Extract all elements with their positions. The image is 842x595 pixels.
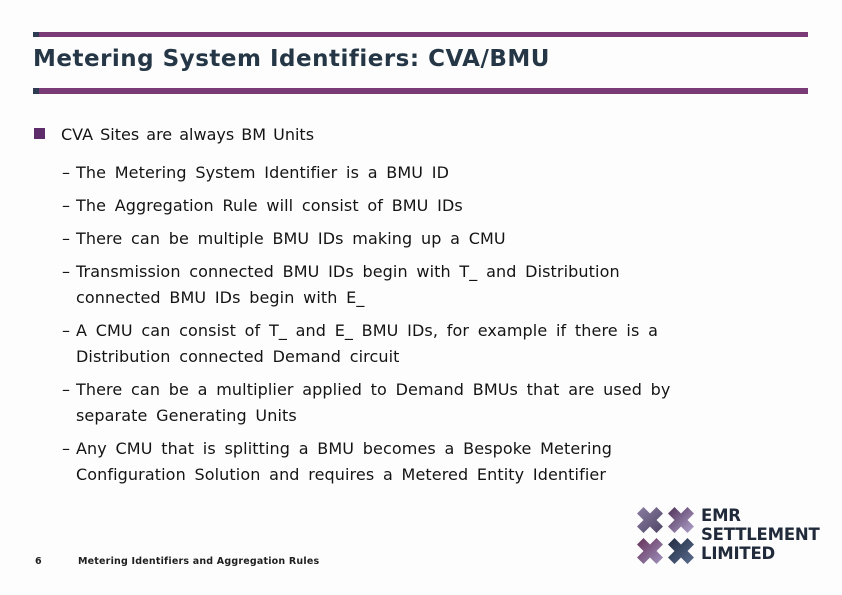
rule-accent-tick	[33, 88, 39, 94]
logo-wordmark: EMR SETTLEMENT LIMITED	[701, 506, 820, 563]
sub-bullet-item: – Transmission connected BMU IDs begin w…	[62, 259, 802, 311]
bottom-divider-rule	[33, 88, 808, 94]
sub-bullet-item: – There can be a multiplier applied to D…	[62, 377, 802, 429]
page-title: Metering System Identifiers: CVA/BMU	[33, 46, 550, 72]
logo-line-3: LIMITED	[701, 544, 776, 563]
bullet-text: CVA Sites are always BM Units	[61, 125, 315, 144]
dash-bullet-icon: –	[62, 196, 71, 215]
sub-bullet-text: The Metering System Identifier is a BMU …	[76, 163, 450, 182]
logo-line-1: EMR	[701, 506, 741, 525]
dash-bullet-icon: –	[62, 321, 71, 340]
sub-bullet-item: – The Aggregation Rule will consist of B…	[62, 193, 802, 219]
sub-bullet-text: connected BMU IDs begin with E_	[76, 288, 365, 307]
page-number: 6	[35, 556, 42, 567]
sub-bullet-text: Any CMU that is splitting a BMU becomes …	[76, 439, 613, 458]
bullet-item: CVA Sites are always BM Units	[34, 122, 804, 148]
sub-bullet-list: – The Metering System Identifier is a BM…	[62, 160, 802, 495]
pinwheel-cross-icon	[637, 507, 694, 564]
sub-bullet-text: separate Generating Units	[76, 406, 297, 425]
footer-caption: Metering Identifiers and Aggregation Rul…	[78, 556, 320, 567]
sub-bullet-item: – There can be multiple BMU IDs making u…	[62, 226, 802, 252]
dash-bullet-icon: –	[62, 380, 71, 399]
sub-bullet-text: Transmission connected BMU IDs begin wit…	[76, 262, 620, 281]
square-bullet-icon	[34, 128, 45, 139]
dash-bullet-icon: –	[62, 439, 71, 458]
top-divider-rule	[33, 32, 808, 37]
emr-settlement-logo: EMR SETTLEMENT LIMITED	[637, 505, 820, 564]
dash-bullet-icon: –	[62, 229, 71, 248]
sub-bullet-item: – Any CMU that is splitting a BMU become…	[62, 436, 802, 488]
sub-bullet-text: There can be a multiplier applied to Dem…	[76, 380, 671, 399]
logo-line-2: SETTLEMENT	[701, 525, 820, 544]
rule-accent-tick	[33, 32, 39, 37]
sub-bullet-text: Configuration Solution and requires a Me…	[76, 465, 606, 484]
dash-bullet-icon: –	[62, 262, 71, 281]
sub-bullet-text: A CMU can consist of T_ and E_ BMU IDs, …	[76, 321, 658, 340]
sub-bullet-text: Distribution connected Demand circuit	[76, 347, 400, 366]
sub-bullet-text: There can be multiple BMU IDs making up …	[76, 229, 506, 248]
dash-bullet-icon: –	[62, 163, 71, 182]
sub-bullet-text: The Aggregation Rule will consist of BMU…	[76, 196, 463, 215]
sub-bullet-item: – A CMU can consist of T_ and E_ BMU IDs…	[62, 318, 802, 370]
sub-bullet-item: – The Metering System Identifier is a BM…	[62, 160, 802, 186]
